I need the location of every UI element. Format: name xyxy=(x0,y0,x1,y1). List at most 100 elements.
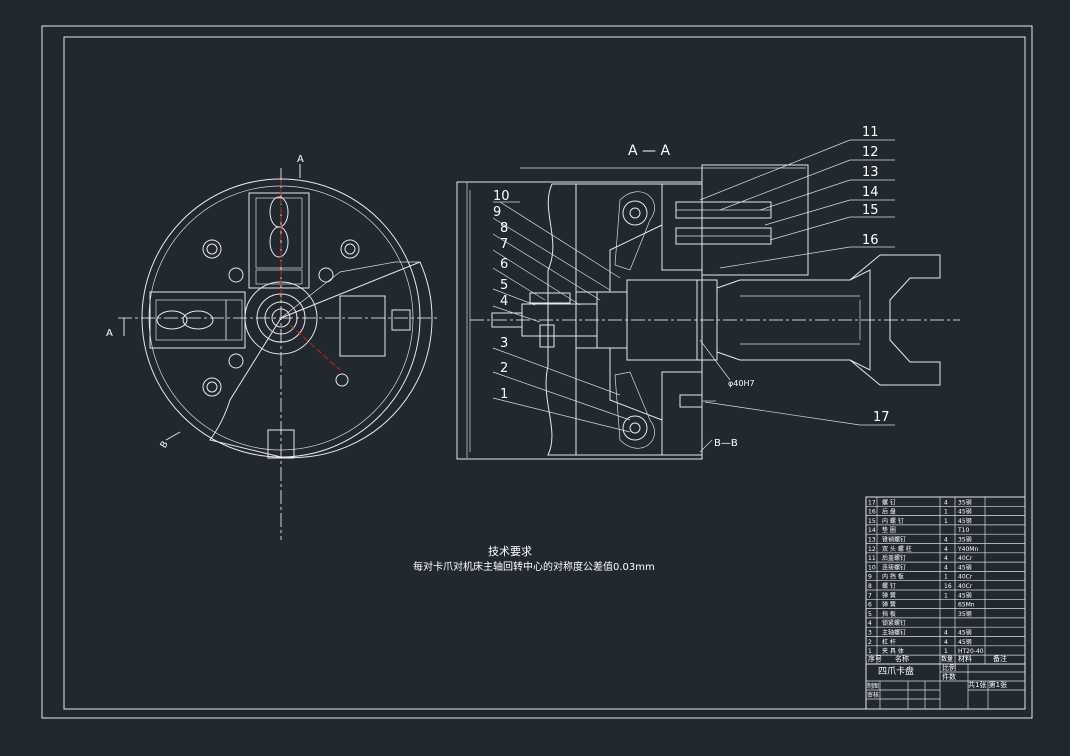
part-number: 11 xyxy=(862,125,879,140)
part-number: 3 xyxy=(500,336,508,351)
bom-cell-qty: 1 xyxy=(944,518,948,525)
tech-req-text: 每对卡爪对机床主轴回转中心的对称度公差值0.03mm xyxy=(413,560,655,573)
bom-cell-no: 14 xyxy=(868,527,876,534)
part-number: 13 xyxy=(862,165,879,180)
bom-header-qty: 数量 xyxy=(941,655,953,663)
bom-cell-mat: 40Cr xyxy=(958,555,973,562)
front-view xyxy=(118,164,440,540)
bom-cell-name: 后盖螺钉 xyxy=(882,554,906,562)
part-number: 9 xyxy=(493,205,501,220)
bom-cell-no: 1 xyxy=(868,648,872,655)
part-number: 17 xyxy=(873,410,890,425)
drawn-by-label: 制图 xyxy=(867,682,879,690)
bom-cell-no: 10 xyxy=(868,564,876,571)
drawing-name: 四爪卡盘 xyxy=(878,665,914,677)
part-number: 15 xyxy=(862,203,879,218)
bom-cell-no: 16 xyxy=(868,509,876,516)
part-number-callouts: 1 2 3 4 5 6 7 8 9 10 11 12 13 14 15 16 1… xyxy=(493,125,890,425)
bom-cell-no: 17 xyxy=(868,499,876,506)
bom-cell-mat: 35钢 xyxy=(958,536,972,544)
bom-cell-mat: 45钢 xyxy=(958,638,972,646)
bom-cell-qty: 4 xyxy=(944,630,948,637)
bom-cell-qty: 1 xyxy=(944,592,948,599)
bb-label: B—B xyxy=(714,438,738,449)
scale-label: 比例 xyxy=(942,663,956,672)
bom-cell-qty: 1 xyxy=(944,574,948,581)
bom-cell-no: 5 xyxy=(868,611,872,618)
part-number: 10 xyxy=(493,189,510,204)
bom-cell-no: 4 xyxy=(868,620,872,627)
part-number: 16 xyxy=(862,233,879,248)
section-mark-a-left: A xyxy=(106,328,113,339)
sheet-label: 共1张 第1张 xyxy=(968,680,1007,689)
part-number: 5 xyxy=(500,278,508,293)
bom-cell-qty: 4 xyxy=(944,537,948,544)
bom-cell-mat: 45钢 xyxy=(958,517,972,525)
bom-cell-qty: 16 xyxy=(944,583,952,590)
bom-cell-mat: T10 xyxy=(957,527,969,534)
part-number: 6 xyxy=(500,257,508,272)
bom-cell-mat: 35钢 xyxy=(958,498,972,506)
bom-cell-no: 8 xyxy=(868,583,872,590)
bom-cell-name: 挡 板 xyxy=(882,610,896,618)
bom-cell-no: 3 xyxy=(868,630,872,637)
bom-cell-name: 主轴螺钉 xyxy=(882,629,906,637)
bom-cell-mat: HT20-40 xyxy=(958,648,984,655)
bom-cell-name: 双 头 螺 柱 xyxy=(882,545,912,553)
section-view xyxy=(456,164,960,460)
bom-cell-qty: 4 xyxy=(944,546,948,553)
bom-cell-no: 7 xyxy=(868,592,872,599)
bom-header-mat: 材料 xyxy=(958,654,972,663)
bom-cell-qty: 4 xyxy=(944,564,948,571)
bom-cell-name: 螺 钉 xyxy=(882,582,896,590)
bom-cell-no: 9 xyxy=(868,574,872,581)
bom-cell-no: 2 xyxy=(868,639,872,646)
bom-cell-name: 螺 钉 xyxy=(882,498,896,506)
bom-header-remark: 备注 xyxy=(993,654,1007,663)
bom-cell-name: 锥销螺钉 xyxy=(882,536,906,544)
bom-cell-name: 弹 簧 xyxy=(882,601,896,609)
tech-req-title: 技术要求 xyxy=(488,545,532,558)
bom-cell-qty: 1 xyxy=(944,648,948,655)
part-number: 7 xyxy=(500,237,508,252)
leader-lines xyxy=(492,139,895,453)
part-number: 14 xyxy=(862,185,879,200)
outer-frame xyxy=(41,25,1033,719)
bom-cell-mat: 40Cr xyxy=(958,574,973,581)
bom-cell-mat: 45钢 xyxy=(958,563,972,571)
section-title: A — A xyxy=(628,143,670,159)
bom-cell-no: 6 xyxy=(868,602,872,609)
bom-cell-mat: 65Mn xyxy=(958,602,975,609)
bom-cell-qty: 1 xyxy=(944,509,948,516)
bom-cell-mat: Y40Mn xyxy=(957,546,978,553)
inner-frame xyxy=(63,36,1026,710)
part-number: 12 xyxy=(862,145,879,160)
bom-cell-qty: 4 xyxy=(944,499,948,506)
bom-cell-name: 后 盘 xyxy=(882,508,896,516)
bom-cell-mat: 45钢 xyxy=(958,591,972,599)
bom-cell-no: 12 xyxy=(868,546,876,553)
count-label: 件数 xyxy=(942,672,956,681)
bom-cell-qty: 4 xyxy=(944,555,948,562)
bom-header-no: 序号 xyxy=(868,654,882,663)
bom-cell-name: 连接螺钉 xyxy=(882,563,906,571)
bom-cell-name: 杠 杆 xyxy=(882,638,896,646)
bom-cell-name: 垫 圈 xyxy=(882,526,896,534)
bom-cell-no: 13 xyxy=(868,537,876,544)
title-block xyxy=(865,496,1026,710)
bom-cell-mat: 45钢 xyxy=(958,629,972,637)
bom-cell-qty: 4 xyxy=(944,639,948,646)
bom-cell-name: 弹 簧 xyxy=(882,591,896,599)
part-number: 2 xyxy=(500,361,508,376)
bom-cell-no: 15 xyxy=(868,518,876,525)
part-number: 1 xyxy=(500,387,508,402)
bom-cell-mat: 35钢 xyxy=(958,610,972,618)
bom-cell-name: 锁紧螺钉 xyxy=(882,619,906,627)
bom-cell-mat: 45钢 xyxy=(958,508,972,516)
bom-cell-no: 11 xyxy=(868,555,876,562)
bom-header-name: 名称 xyxy=(895,654,909,663)
diameter-dimension: φ40H7 xyxy=(728,379,755,388)
bom-cell-name: 夹 具 体 xyxy=(882,647,904,655)
